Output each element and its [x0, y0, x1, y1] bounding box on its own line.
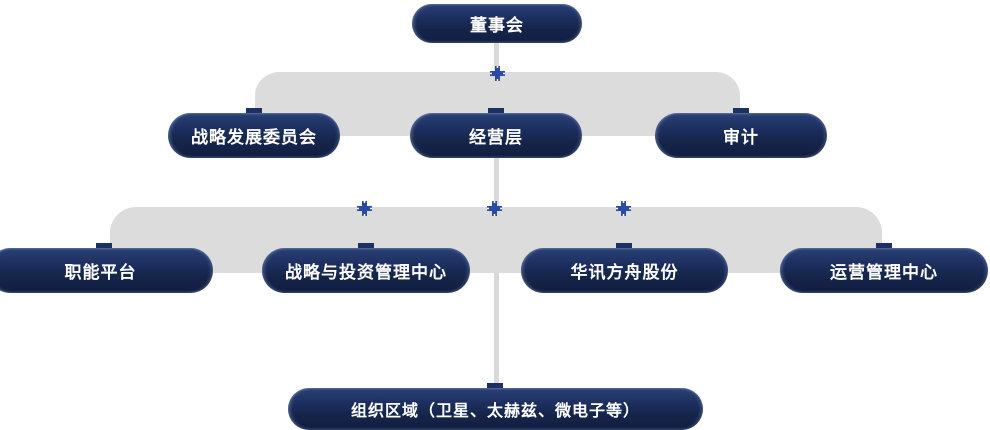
node-stub [487, 383, 503, 389]
cross-connector-icon[interactable] [357, 201, 372, 216]
org-node-audit: 审计 [655, 113, 827, 158]
org-node-label: 经营层 [469, 128, 523, 147]
node-stub [876, 243, 892, 249]
org-node-strategy-investment-center: 战略与投资管理中心 [262, 248, 470, 293]
connector-line-main [494, 158, 499, 389]
node-stub [246, 108, 262, 114]
node-stub [488, 108, 504, 114]
node-stub [733, 108, 749, 114]
node-stub [358, 243, 374, 249]
org-node-board: 董事会 [412, 4, 582, 43]
org-node-label: 董事会 [470, 16, 524, 35]
node-stub [616, 243, 632, 249]
org-node-label: 战略与投资管理中心 [285, 263, 447, 282]
cross-connector-icon[interactable] [487, 201, 502, 216]
cross-connector-icon[interactable] [616, 201, 631, 216]
org-node-strategy-committee: 战略发展委员会 [168, 113, 340, 158]
org-node-label: 职能平台 [64, 263, 137, 282]
org-node-huaxun-fangzhou-shares: 华讯方舟股份 [521, 248, 728, 293]
org-node-label: 战略发展委员会 [191, 128, 317, 147]
org-node-functional-platform: 职能平台 [0, 248, 213, 293]
org-node-management: 经营层 [410, 113, 582, 158]
org-node-label: 组织区域（卫星、太赫兹、微电子等） [350, 403, 640, 420]
org-node-label: 运营管理中心 [830, 263, 938, 282]
node-stub [96, 243, 112, 249]
org-node-label: 审计 [723, 128, 759, 147]
cross-connector-icon[interactable] [490, 66, 505, 81]
connector-band-level3 [110, 207, 882, 273]
org-node-operations-center: 运营管理中心 [780, 248, 988, 293]
org-node-organization-regions: 组织区域（卫星、太赫兹、微电子等） [288, 388, 703, 430]
connector-line-root [494, 43, 499, 74]
org-node-label: 华讯方舟股份 [570, 263, 679, 282]
